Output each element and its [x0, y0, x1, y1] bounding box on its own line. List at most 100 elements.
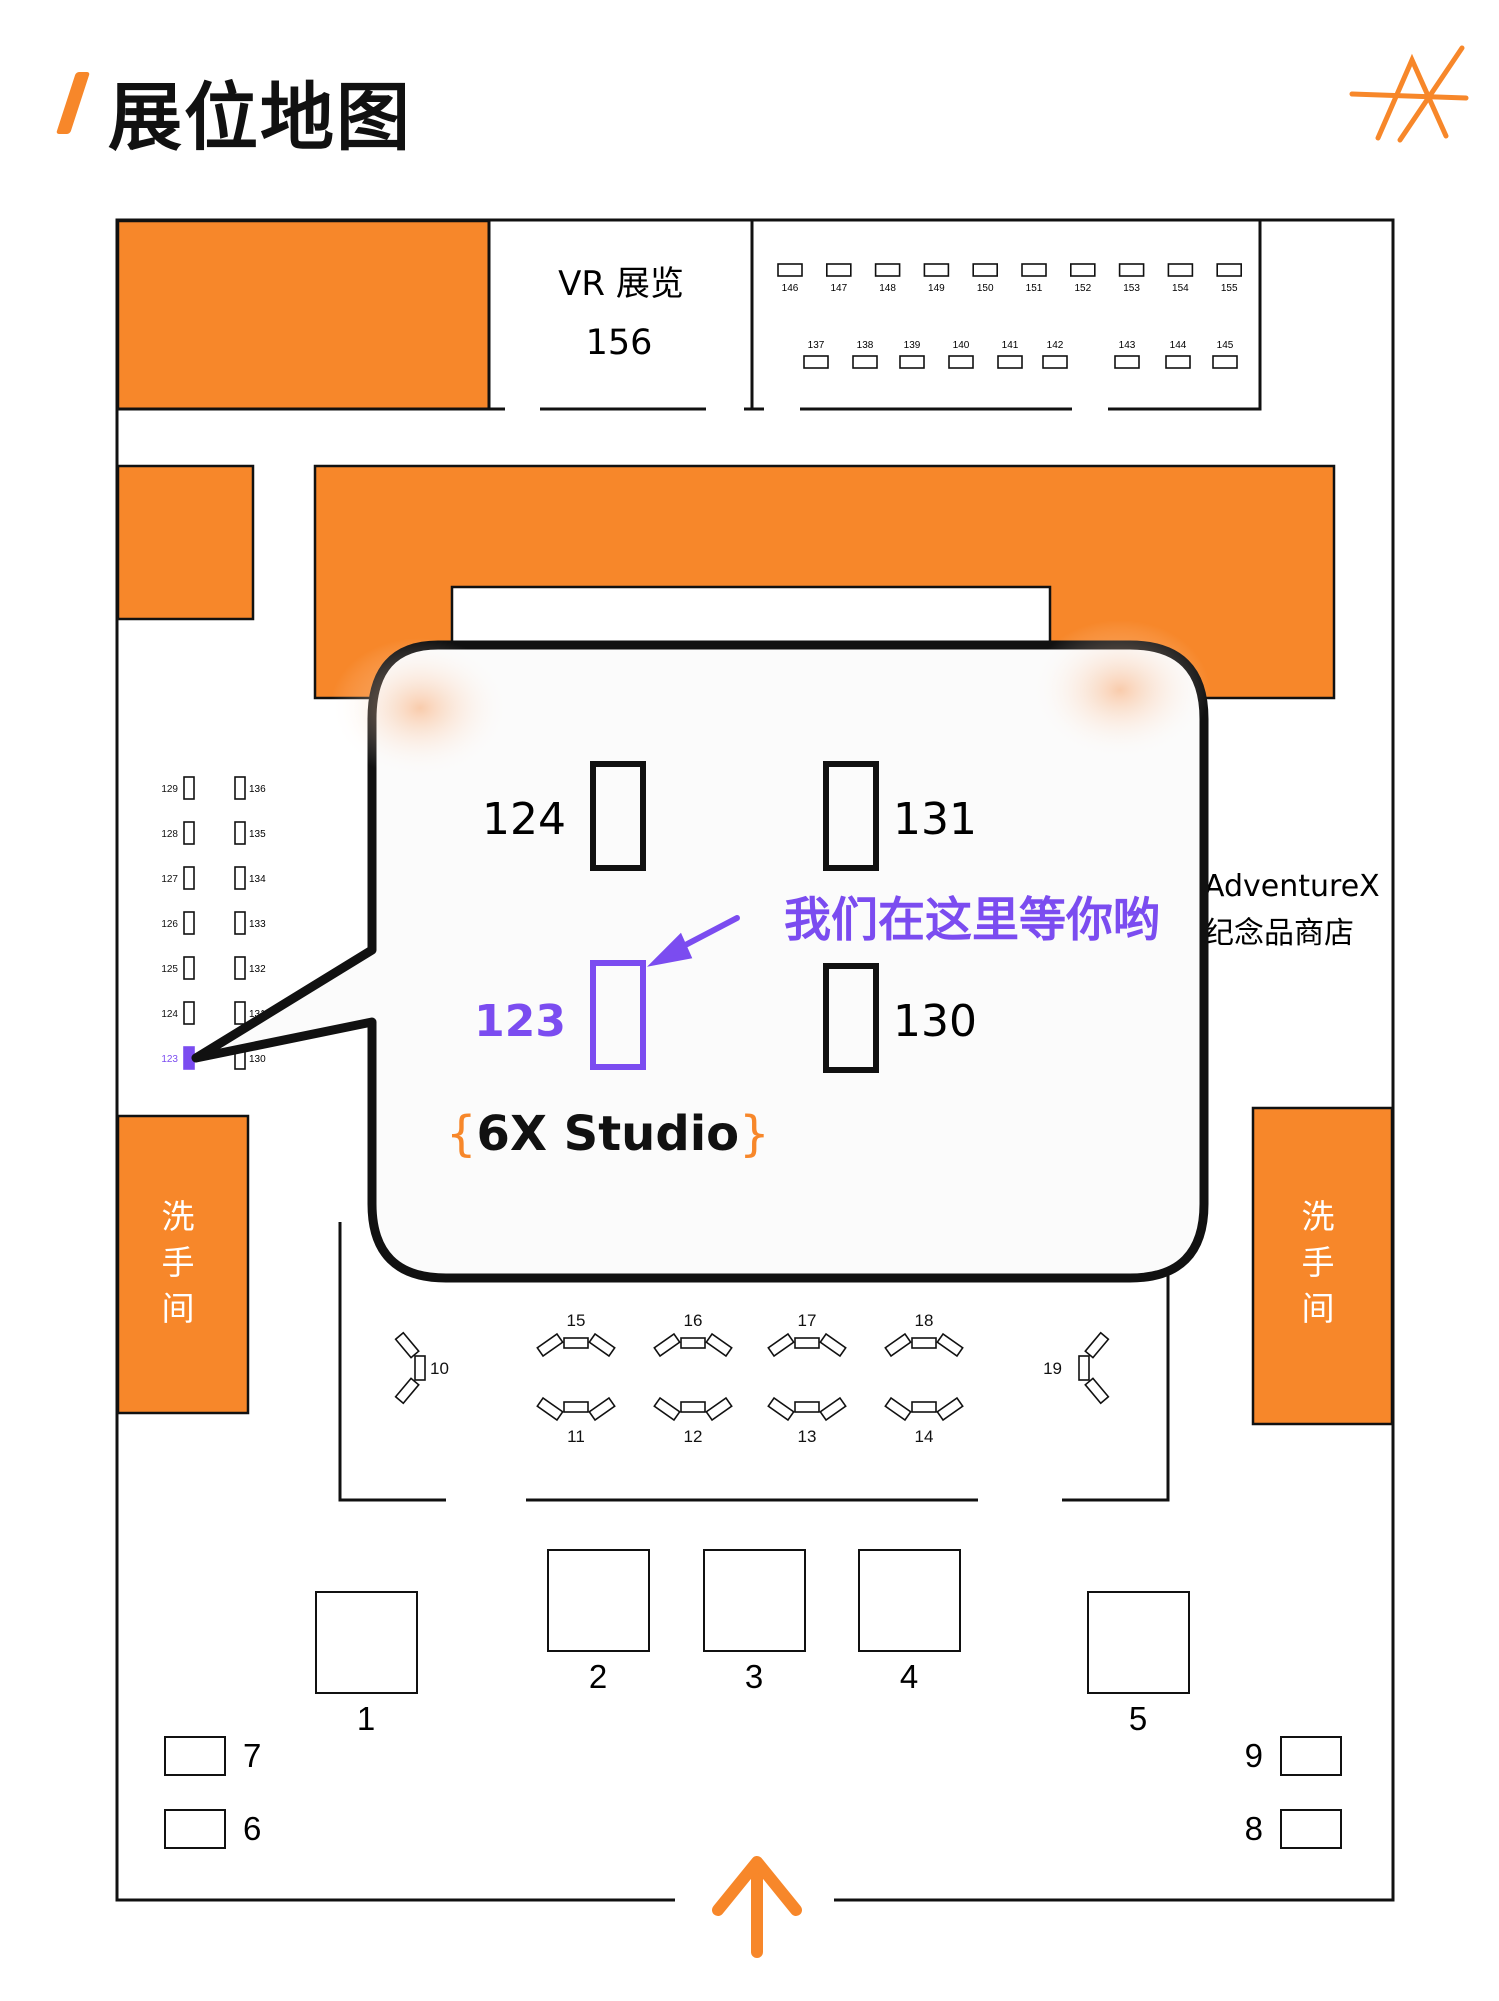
- booth-8: [1280, 1809, 1342, 1849]
- booth-147: [825, 263, 852, 277]
- shop-line1: AdventureX: [1204, 869, 1380, 904]
- booth-label-4: 4: [900, 1658, 918, 1695]
- booth-label-151: 151: [1026, 283, 1043, 294]
- orange-zone-left: [116, 464, 255, 621]
- shop-line2: 纪念品商店: [1204, 916, 1354, 951]
- booth-label-153: 153: [1123, 283, 1140, 294]
- restroom-left-char3: 间: [162, 1289, 195, 1328]
- booth-label-130: 130: [249, 1054, 266, 1065]
- studio-brace-open: {: [446, 1106, 477, 1162]
- restroom-left: [116, 1114, 250, 1415]
- table-group-14: 14: [884, 1396, 964, 1446]
- booth-label-9: 9: [1245, 1737, 1263, 1774]
- booth-label-135: 135: [249, 829, 266, 840]
- booth-139: [899, 355, 925, 369]
- table-group-17: 17: [767, 1311, 847, 1358]
- restroom-left-char1: 洗: [162, 1197, 195, 1236]
- callout-label-131: 131: [893, 794, 977, 845]
- booth-138: [852, 355, 878, 369]
- booth-124: [183, 1001, 195, 1025]
- table-label-12: 12: [684, 1427, 703, 1446]
- booth-137: [803, 355, 829, 369]
- callout-booth-131: [823, 761, 879, 871]
- booth-126: [183, 911, 195, 935]
- table-group-18: 18: [884, 1311, 964, 1358]
- table-label-15: 15: [567, 1311, 586, 1330]
- booth-4: [858, 1549, 961, 1652]
- booth-label-154: 154: [1172, 283, 1189, 294]
- booth-6: [164, 1809, 226, 1849]
- booth-label-136: 136: [249, 784, 266, 795]
- callout-booth-130: [823, 963, 879, 1073]
- table-label-17: 17: [798, 1311, 817, 1330]
- booth-136: [234, 776, 246, 800]
- table-group-11: 11: [536, 1396, 616, 1446]
- booth-5: [1087, 1591, 1190, 1694]
- booth-label-155: 155: [1221, 283, 1238, 294]
- callout-booth-123: [590, 960, 646, 1070]
- booth-127: [183, 866, 195, 890]
- booth-149: [923, 263, 950, 277]
- booth-151: [1021, 263, 1047, 277]
- booth-label-131: 131: [249, 1009, 266, 1020]
- booth-140: [948, 355, 974, 369]
- booth-label-139: 139: [904, 340, 921, 351]
- booth-label-140: 140: [953, 340, 970, 351]
- booth-label-145: 145: [1217, 340, 1234, 351]
- table-group-15: 15: [536, 1311, 616, 1358]
- restroom-right-char1: 洗: [1302, 1197, 1335, 1236]
- outer-walls: [115, 218, 1395, 1902]
- booth-label-146: 146: [782, 283, 799, 294]
- booth-148: [874, 263, 901, 277]
- table-group-10: 10: [394, 1331, 449, 1405]
- booth-133: [234, 911, 246, 935]
- table-group-19: 19: [1043, 1331, 1110, 1405]
- booth-label-148: 148: [879, 283, 896, 294]
- booth-label-8: 8: [1245, 1810, 1263, 1847]
- booth-label-128: 128: [161, 829, 178, 840]
- booth-144: [1165, 355, 1191, 369]
- booth-129: [183, 776, 195, 800]
- booth-131: [234, 1001, 246, 1025]
- booth-3: [703, 1549, 806, 1652]
- table-label-18: 18: [915, 1311, 934, 1330]
- booth-label-147: 147: [830, 283, 847, 294]
- callout-bubble: [191, 620, 1210, 1283]
- table-group-16: 16: [653, 1311, 733, 1358]
- booth-label-133: 133: [249, 919, 266, 930]
- booth-145: [1212, 355, 1238, 369]
- booth-label-138: 138: [857, 340, 874, 351]
- booth-label-124: 124: [161, 1009, 178, 1020]
- restroom-right: [1251, 1106, 1394, 1426]
- booth-143: [1114, 355, 1140, 369]
- booth-label-2: 2: [589, 1658, 607, 1695]
- callout-booth-124: [590, 761, 646, 871]
- booth-label-141: 141: [1002, 340, 1019, 351]
- booth-142: [1042, 355, 1068, 369]
- booth-label-150: 150: [977, 283, 994, 294]
- callout-label-124: 124: [482, 794, 566, 845]
- restroom-left-char2: 手: [162, 1243, 195, 1282]
- studio-brace-close: }: [739, 1106, 770, 1162]
- restroom-right-char3: 间: [1302, 1289, 1335, 1328]
- booth-label-142: 142: [1047, 340, 1064, 351]
- orange-zone-top-left: [116, 219, 491, 411]
- restroom-right-char2: 手: [1302, 1243, 1335, 1282]
- vr-label: VR 展览: [558, 264, 684, 304]
- table-label-14: 14: [915, 1427, 934, 1446]
- studio-name: {6X Studio}: [446, 1106, 770, 1162]
- booth-label-144: 144: [1170, 340, 1187, 351]
- callout-label-130: 130: [893, 996, 977, 1047]
- booth-label-149: 149: [928, 283, 945, 294]
- booth-128: [183, 821, 195, 845]
- adventurex-star-logo: [1349, 45, 1469, 143]
- table-label-11: 11: [567, 1427, 585, 1446]
- booth-9: [1280, 1736, 1342, 1776]
- booth-134: [234, 866, 246, 890]
- booth-154: [1167, 263, 1194, 277]
- booth-152: [1070, 263, 1096, 277]
